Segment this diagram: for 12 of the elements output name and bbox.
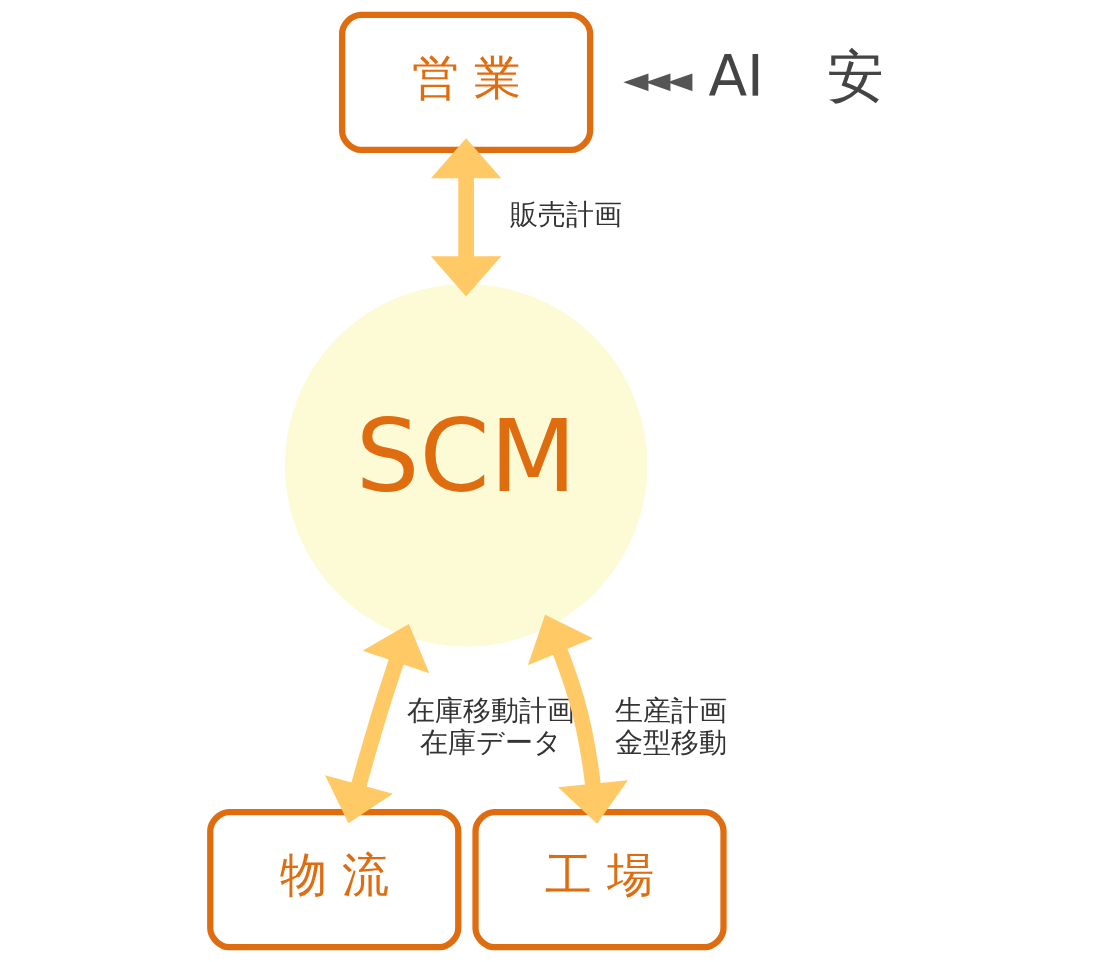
node-box: 営 業: [338, 11, 593, 153]
edge-label: 在庫移動計画在庫データ: [406, 694, 575, 759]
arrow: [430, 138, 501, 297]
arrow: [527, 614, 628, 824]
label: 安: [826, 44, 884, 110]
edge-label: 生産計画金型移動: [614, 694, 727, 759]
node-circle: SCM: [284, 284, 647, 647]
label: AI: [707, 44, 764, 110]
arrow: [324, 623, 429, 824]
node-box: 工 場: [471, 809, 727, 951]
node-box: 物 流: [206, 809, 461, 951]
edge-label: 販売計画: [509, 198, 622, 232]
